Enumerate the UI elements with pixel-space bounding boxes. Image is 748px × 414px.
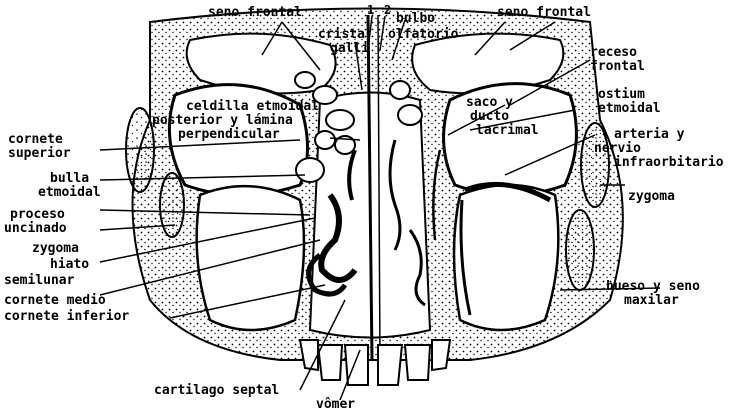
zygoma-right-lower-bone	[566, 210, 594, 290]
label-maxilar: maxilar	[624, 294, 700, 308]
label-cartilago-septal: cartilago septal	[154, 384, 279, 398]
label-olfatorio: olfatorio	[388, 28, 458, 42]
label-proceso: proceso	[10, 208, 67, 222]
label-semilunar: semilunar	[4, 274, 74, 288]
label-vomer: vômer	[316, 398, 355, 412]
label-infraorbitario: infraorbitario	[614, 156, 724, 170]
label-lacrimal: lacrimal	[476, 124, 539, 138]
label-arteria: arteria y	[614, 128, 724, 142]
label-bulbo: bulbo	[396, 12, 435, 26]
label-frontal: frontal	[590, 60, 645, 74]
label-etmoidal: etmoidal	[598, 102, 661, 116]
label-ostium: ostium	[598, 88, 661, 102]
label-zygoma-left: zygoma	[32, 242, 79, 256]
label-zygoma-right: zygoma	[628, 190, 675, 204]
label-ducto: ducto	[470, 110, 539, 124]
label-etmoidal-bulla: etmoidal	[38, 186, 101, 200]
zygoma-left-lower-bone	[160, 173, 184, 237]
label-saco-ducto-lacrimal: saco y ducto lacrimal	[456, 96, 539, 138]
label-ostium-etmoidal: ostium etmoidal	[598, 88, 661, 116]
label-nervio: nervio	[594, 142, 724, 156]
label-celdilla-line3: perpendicular	[178, 128, 319, 142]
label-cornete-medio: cornete medio	[4, 294, 106, 308]
label-bulla: bulla	[50, 172, 101, 186]
label-bulla-etmoidal: bulla etmoidal	[50, 172, 101, 200]
label-hiato: hiato	[50, 258, 89, 272]
label-galli: galli	[330, 42, 369, 56]
label-arteria-nervio: arteria y nervio infraorbitario	[614, 128, 724, 170]
label-celdilla-line2: posterior y lámina	[152, 114, 319, 128]
label-proceso-uncinado: proceso uncinado	[4, 208, 67, 236]
label-number-1: 1	[367, 3, 374, 17]
label-receso-frontal: receso frontal	[590, 46, 645, 74]
label-number-2: 2	[384, 3, 391, 17]
label-crista: crista	[318, 28, 365, 42]
label-hueso-seno-maxilar: hueso y seno maxilar	[606, 280, 700, 308]
label-celdilla-line1: celdilla etmoidal	[186, 100, 319, 114]
label-saco: saco y	[466, 96, 539, 110]
label-cornete-inferior: cornete inferior	[4, 310, 129, 324]
label-celdilla-etmoidal: celdilla etmoidal posterior y lámina per…	[186, 100, 319, 142]
label-receso: receso	[590, 46, 645, 60]
label-uncinado: uncinado	[4, 222, 67, 236]
label-cornete: cornete	[8, 133, 71, 147]
label-hueso-y-seno: hueso y seno	[606, 280, 700, 294]
label-seno-frontal-left: seno frontal	[208, 6, 302, 20]
label-seno-frontal-right: seno frontal	[497, 6, 591, 20]
label-cornete-superior: cornete superior	[8, 133, 71, 161]
label-superior: superior	[8, 147, 71, 161]
